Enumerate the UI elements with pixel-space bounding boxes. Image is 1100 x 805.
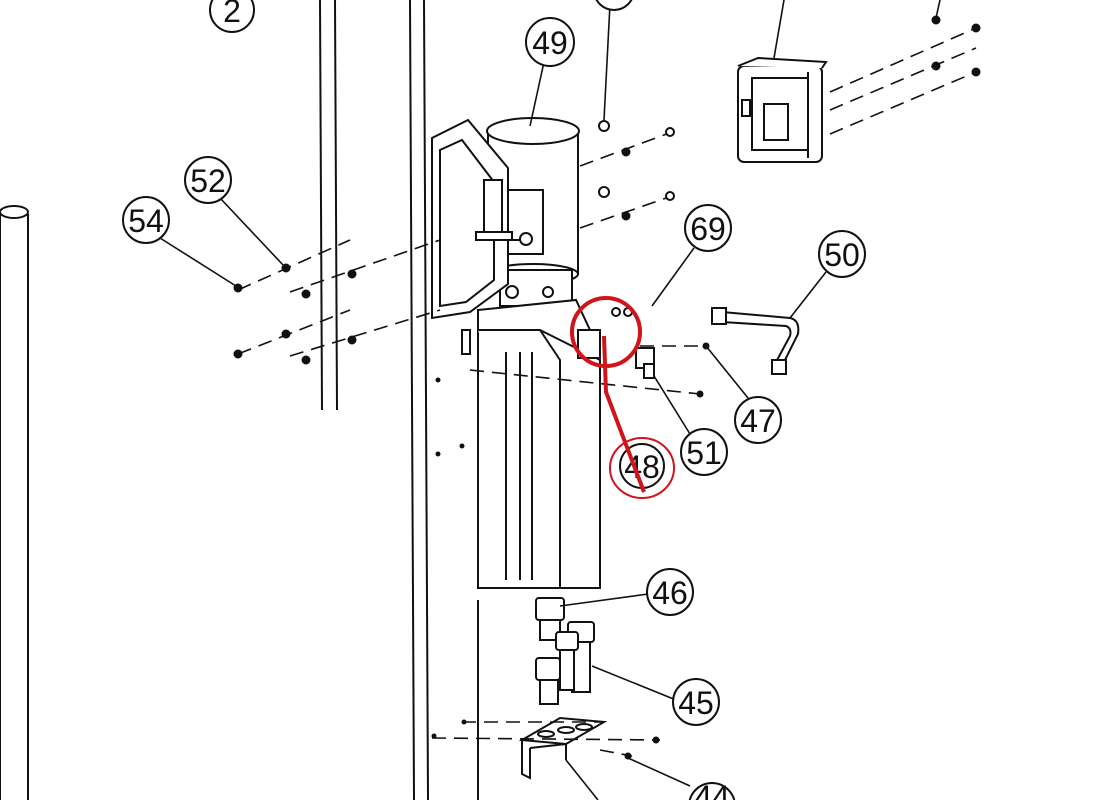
callout-50: 50 (818, 230, 866, 278)
callout-49-label: 49 (532, 25, 568, 61)
hose-assembly (711, 307, 800, 375)
callout-47: 47 (734, 396, 782, 444)
callout-46: 46 (646, 568, 694, 616)
callout-49: 49 (525, 17, 575, 67)
callout-46-label: 46 (652, 575, 688, 611)
callout-47-label: 47 (740, 403, 776, 439)
outlet-fittings (535, 597, 595, 705)
callout-54-label: 54 (128, 203, 164, 239)
motor-junction-box (431, 118, 513, 320)
column-frame (319, 0, 479, 801)
callout-45: 45 (672, 678, 720, 726)
callout-44: 44 (688, 779, 736, 805)
callout-45-label: 45 (678, 685, 714, 721)
callout-51-label: 51 (686, 435, 722, 471)
callout-69: 69 (684, 204, 732, 252)
callout-50-label: 50 (824, 237, 860, 273)
valve-fitting (611, 307, 655, 379)
electrical-box (737, 56, 828, 163)
red-highlight-annotation (570, 296, 675, 499)
highlight-ring-callout (609, 437, 675, 499)
callouts: 2 49 52 54 69 50 47 51 (122, 0, 866, 805)
highlight-connector (602, 335, 646, 493)
callout-54: 54 (122, 196, 170, 244)
mounting-bracket (518, 716, 608, 780)
leader-lines (159, 0, 941, 801)
bolts (233, 15, 981, 760)
callout-2: 2 (209, 0, 255, 33)
callout-top-partial (595, 0, 633, 11)
callout-52-label: 52 (190, 163, 226, 199)
callout-52: 52 (184, 156, 232, 204)
callout-44-label: 44 (694, 779, 730, 800)
pump-body (461, 298, 601, 589)
left-post (0, 205, 29, 800)
callout-69-label: 69 (690, 211, 726, 247)
callout-51: 51 (680, 428, 728, 476)
callout-2-label: 2 (223, 0, 241, 29)
